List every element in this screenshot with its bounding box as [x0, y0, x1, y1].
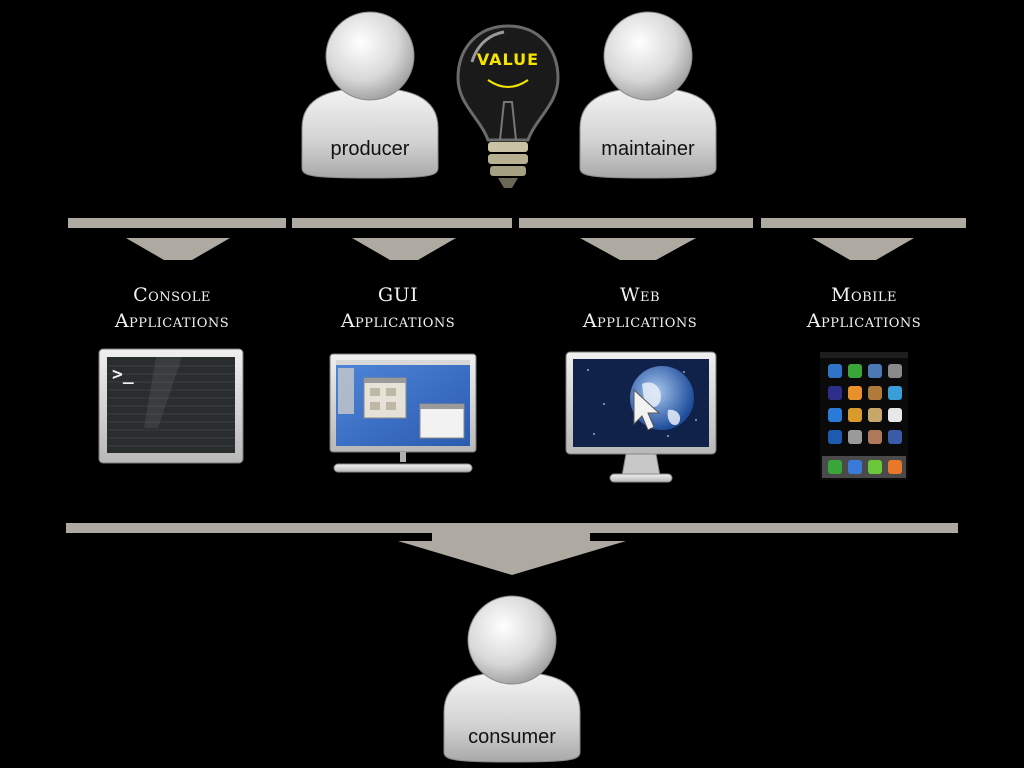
value-bulb: VALUE — [452, 22, 564, 194]
light-bulb-icon — [456, 24, 560, 188]
terminal-icon: >_ — [98, 348, 244, 464]
down-arrows-icon — [68, 218, 966, 260]
bulb-label: VALUE — [476, 50, 540, 69]
desktop-gui-icon — [328, 352, 478, 478]
category-mobile-label: Mobile Applications — [806, 284, 922, 332]
producer-label: producer — [330, 138, 410, 160]
down-arrow-icon — [66, 523, 958, 575]
consumer-label: consumer — [468, 726, 556, 748]
category-console-label: Console Applications — [114, 284, 230, 332]
maintainer-label: maintainer — [601, 138, 695, 160]
consumer-person: consumer — [440, 592, 584, 764]
person-icon — [443, 595, 581, 763]
person-icon — [301, 11, 439, 179]
category-gui-label: GUI Applications — [340, 284, 456, 332]
web-globe-monitor-icon — [564, 350, 718, 486]
category-web-label: Web Applications — [582, 284, 698, 332]
smartphone-icon — [820, 352, 908, 480]
top-arrow-row — [0, 218, 1024, 262]
merge-arrow — [0, 520, 1024, 578]
maintainer-person: maintainer — [576, 8, 720, 180]
producer-person: producer — [298, 8, 442, 180]
svg-text:>_: >_ — [112, 364, 134, 385]
person-icon — [579, 11, 717, 179]
